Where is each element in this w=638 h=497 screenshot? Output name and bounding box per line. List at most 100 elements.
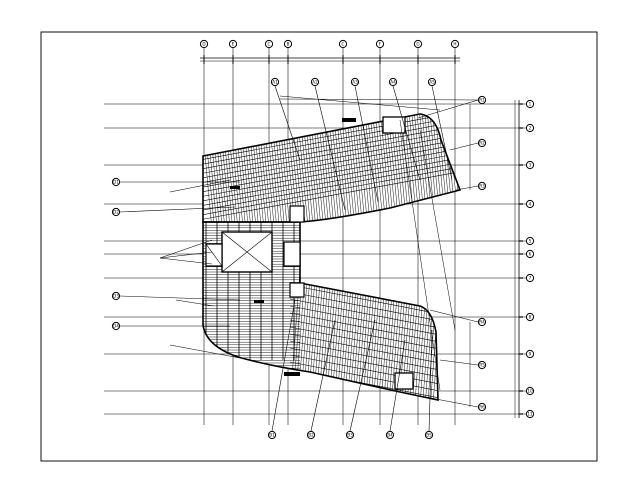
row-bubble-8-label: 8 [529, 315, 532, 320]
lower-joist-line [289, 361, 438, 393]
upper-bubble-4-circle [388, 77, 398, 87]
right-diag-bubble-4: R4 [477, 317, 487, 327]
row-bubble-2: 2 [525, 123, 535, 133]
upper-bubble-2-circle [310, 77, 320, 87]
upper-joist-line [203, 132, 460, 184]
row-bubble-1-circle [525, 99, 535, 109]
core-leader-4 [169, 179, 231, 193]
upper-bubble-1-label: A1 [272, 80, 278, 85]
row-bubble-1-label: 1 [529, 102, 532, 107]
upper-joist-line [203, 114, 460, 161]
right-diag-leader-2 [449, 142, 479, 151]
bottom-leader-5 [428, 329, 433, 432]
upper-bubble-3-circle [350, 77, 360, 87]
column-bubble-3-label: C [268, 42, 271, 47]
lower-joist-line [289, 319, 438, 351]
lower-joist-line [289, 312, 438, 344]
row-bubble-4-label: 4 [529, 202, 532, 207]
upper-leader-5 [431, 85, 453, 181]
lower-joist-line [289, 347, 438, 379]
column-bubble-1-label: D [202, 42, 205, 47]
column-bubble-4: B [283, 39, 293, 49]
row-bubble-2-label: 2 [529, 126, 532, 131]
column-bubble-4-circle [283, 39, 293, 49]
right-diag-leader-1 [417, 99, 479, 119]
right-diag-leader-3 [455, 185, 479, 191]
upper-stair-box [382, 116, 406, 134]
column-bubble-4-label: B [287, 42, 290, 47]
upper-bubble-4: A4 [388, 77, 398, 87]
column-bubble-6-circle [375, 39, 385, 49]
row-bubble-9-circle [525, 349, 535, 359]
right-diag-bubble-2: R2 [477, 138, 487, 148]
column-bubble-5: C [338, 39, 348, 49]
bottom-bubble-5-label: B5 [426, 433, 432, 438]
left-leader-2 [119, 206, 236, 213]
row-bubble-7-label: 7 [529, 276, 532, 281]
sheet-border [40, 31, 598, 462]
left-bubble-2-circle [111, 207, 121, 217]
lower-stair-box [394, 372, 414, 390]
row-bubble-10-circle [525, 386, 535, 396]
left-bubble-2: D2 [111, 207, 121, 217]
column-bubble-5-circle [338, 39, 348, 49]
column-bubble-5-label: C [342, 42, 345, 47]
bottom-bubble-2: B2 [306, 430, 316, 440]
right-diag-bubble-4-circle [477, 317, 487, 327]
lower-core-box [289, 282, 305, 298]
row-bubble-3-label: 3 [529, 163, 532, 168]
upper-leader-4 [392, 85, 421, 181]
bottom-bubble-3: B3 [345, 430, 355, 440]
bottom-bubble-3-circle [345, 430, 355, 440]
row-bubble-3: 3 [525, 160, 535, 170]
leader-lines [119, 85, 481, 432]
row-bubble-4: 4 [525, 199, 535, 209]
right-diag-bubble-5-label: R5 [479, 363, 485, 368]
upper-joist-line [203, 123, 460, 175]
bottom-bubble-1-circle [267, 430, 277, 440]
row-bubble-8: 8 [525, 312, 535, 322]
shaft-box [283, 241, 301, 267]
bottom-leader-4 [389, 339, 406, 432]
bottom-bubble-4: B4 [385, 430, 395, 440]
annotation-tag [342, 118, 356, 122]
upper-joist-line [203, 146, 460, 198]
column-bubble-2-label: E [232, 42, 235, 47]
right-diag-bubble-3: R3 [477, 181, 487, 191]
column-bubble-7-circle [413, 39, 423, 49]
row-bubble-5-circle [525, 236, 535, 246]
lower-hatch-diag-line [432, 269, 438, 400]
column-bubble-1-circle [199, 39, 209, 49]
right-diag-bubble-6: R6 [477, 402, 487, 412]
bottom-bubble-5: B5 [424, 430, 434, 440]
left-leader-3 [119, 295, 241, 301]
core-leader-2 [159, 251, 213, 259]
row-bubble-1: 1 [525, 99, 535, 109]
right-diag-leader-6 [419, 395, 479, 408]
left-bubble-4: D4 [111, 321, 121, 331]
column-bubble-7-label: G [416, 42, 419, 47]
row-bubble-6-label: 6 [529, 252, 532, 257]
upper-bubble-2: A2 [310, 77, 320, 87]
column-bubble-3-circle [264, 39, 274, 49]
row-bubble-9-label: 9 [529, 352, 532, 357]
row-bubble-4-circle [525, 199, 535, 209]
row-bubble-6: 6 [525, 249, 535, 259]
column-bubble-8-label: H [453, 42, 456, 47]
column-bubble-1: D [199, 39, 209, 49]
long-diagonal-2 [419, 129, 456, 331]
core-leader-3 [159, 257, 213, 265]
upper-slant-dimension [279, 95, 441, 111]
upper-joist-line [203, 160, 460, 211]
column-bubble-6-label: F [379, 42, 382, 47]
lower-joist-line [289, 291, 438, 323]
upper-bubble-4-label: A4 [390, 80, 396, 85]
right-diag-bubble-6-circle [477, 402, 487, 412]
upper-bubble-1: A1 [270, 77, 280, 87]
bottom-bubble-1: B1 [267, 430, 277, 440]
upper-joist-line [203, 128, 460, 179]
upper-joist-line [203, 155, 460, 207]
row-bubble-11-circle [525, 409, 535, 419]
